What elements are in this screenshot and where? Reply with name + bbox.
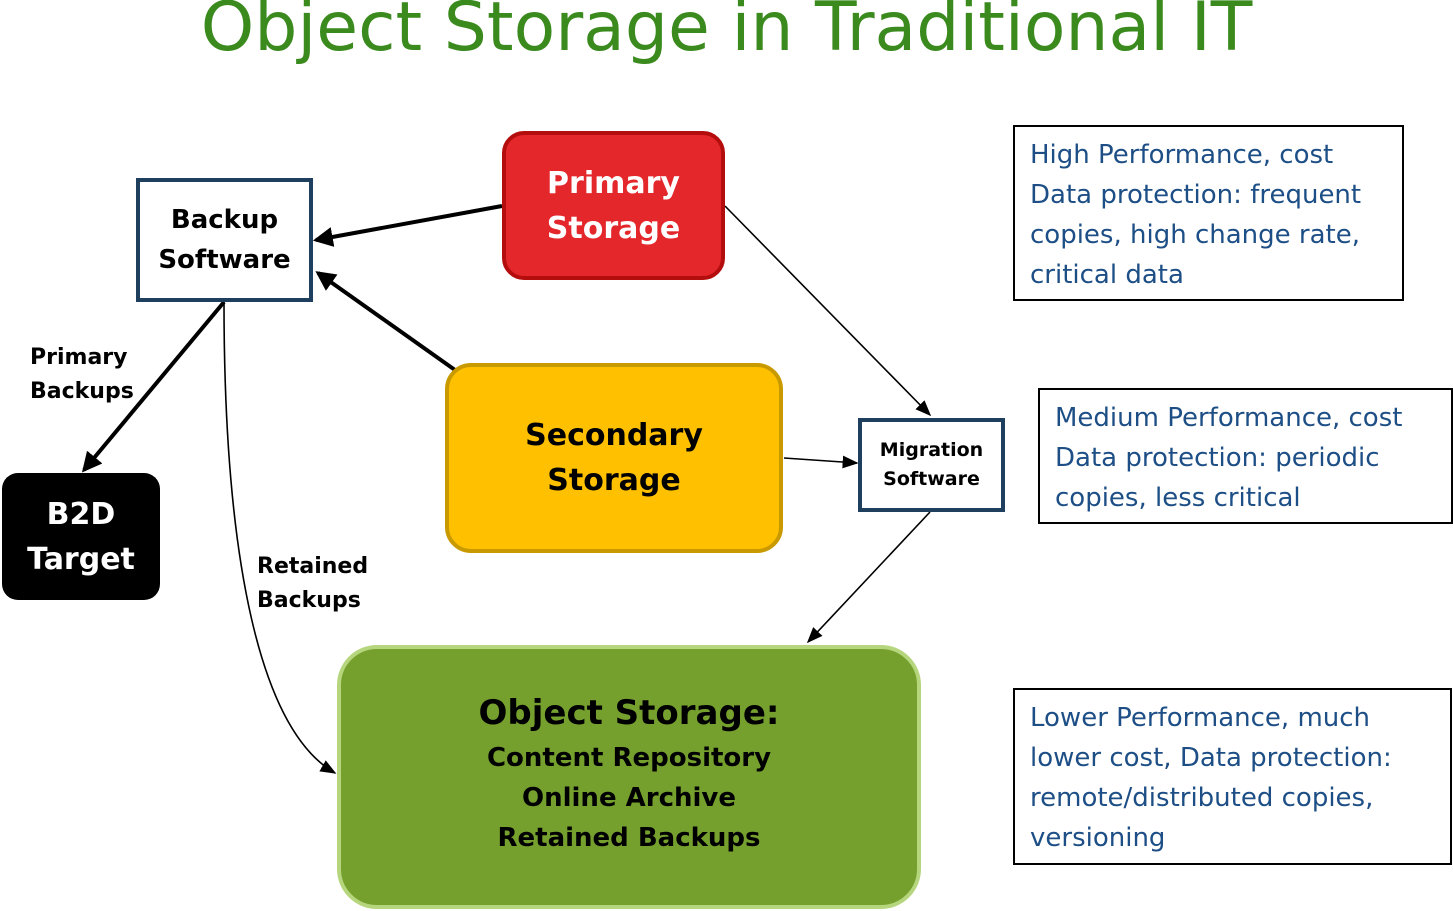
note-line: versioning: [1030, 823, 1166, 853]
object-tier-note: Lower Performance, much lower cost, Data…: [1013, 688, 1452, 865]
primary-backups-label-line1: Primary: [30, 345, 128, 370]
secondary-tier-note: Medium Performance, cost Data protection…: [1038, 388, 1453, 524]
b2d-target-line1: B2D: [46, 496, 116, 532]
secondary-storage-line2: Storage: [547, 463, 681, 498]
migration-software-box: Migration Software: [858, 418, 1005, 512]
primary-backups-label: Primary Backups: [30, 341, 134, 409]
primary-storage-box: Primary Storage: [502, 131, 725, 280]
primary-storage-line1: Primary: [547, 165, 680, 201]
note-line: lower cost, Data protection:: [1030, 743, 1392, 773]
note-line: Data protection: frequent: [1030, 180, 1362, 210]
primary-storage-line2: Storage: [546, 210, 681, 246]
b2d-target-line2: Target: [27, 541, 135, 577]
b2d-target-box: B2D Target: [2, 473, 160, 600]
object-storage-item: Retained Backups: [497, 823, 761, 853]
retained-backups-label: Retained Backups: [257, 550, 368, 618]
secondary-storage-box: Secondary Storage: [445, 363, 783, 553]
retained-backups-label-line1: Retained: [257, 554, 369, 579]
note-line: remote/distributed copies,: [1030, 783, 1374, 813]
diagram-title: Object Storage in Traditional IT: [200, 0, 1253, 67]
backup-software-line1: Backup: [170, 205, 279, 235]
backup-software-line2: Software: [158, 245, 291, 275]
arrow-backup-to-object-storage: [223, 301, 337, 774]
backup-software-box: Backup Software: [136, 178, 313, 302]
note-line: copies, less critical: [1055, 483, 1301, 513]
note-line: High Performance, cost: [1030, 140, 1334, 170]
primary-backups-label-line2: Backups: [30, 379, 134, 404]
arrow-primary-to-backup: [312, 204, 503, 247]
note-line: Medium Performance, cost: [1055, 403, 1403, 433]
note-line: critical data: [1030, 260, 1184, 290]
note-line: Lower Performance, much: [1030, 703, 1371, 733]
arrow-secondary-to-backup: [315, 271, 457, 372]
object-storage-item: Content Repository: [486, 743, 772, 773]
migration-software-line1: Migration: [879, 439, 984, 461]
primary-tier-note: High Performance, cost Data protection: …: [1013, 125, 1404, 301]
object-storage-heading: Object Storage:: [478, 693, 780, 733]
note-line: Data protection: periodic: [1055, 443, 1380, 473]
arrow-primary-to-migration: [724, 205, 932, 417]
arrow-migration-to-object-storage: [806, 511, 931, 644]
arrow-backup-to-b2d: [81, 300, 226, 473]
secondary-storage-line1: Secondary: [525, 418, 703, 453]
arrow-secondary-to-migration: [783, 455, 859, 469]
note-line: copies, high change rate,: [1030, 220, 1360, 250]
object-storage-item: Online Archive: [522, 783, 736, 813]
object-storage-box: Object Storage: Content Repository Onlin…: [337, 645, 921, 909]
retained-backups-label-line2: Backups: [257, 588, 361, 613]
migration-software-line2: Software: [883, 468, 980, 490]
